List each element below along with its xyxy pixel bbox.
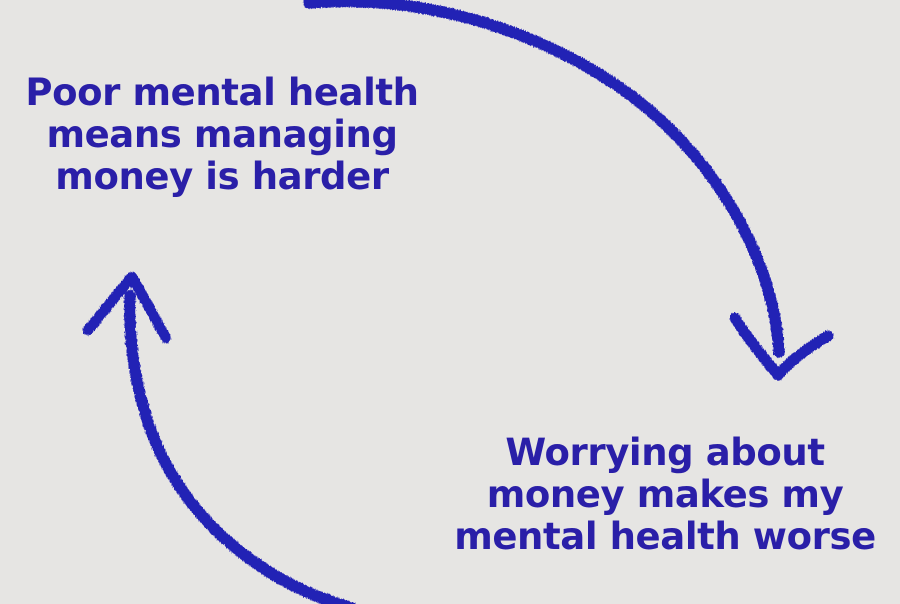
arrow-left-arc <box>123 290 357 604</box>
arrow-right-head-left <box>729 312 783 380</box>
arrow-left-group <box>82 271 357 604</box>
arrow-right-head-right <box>772 330 834 381</box>
arrow-right-arc <box>303 0 785 358</box>
caption-poor-mental-health: Poor mental health means managing money … <box>25 71 419 198</box>
caption-worrying-about-money: Worrying about money makes my mental hea… <box>454 431 876 558</box>
arrow-left-head-left <box>82 272 137 336</box>
arrow-left-head-right <box>126 271 172 344</box>
arrow-right-group <box>303 0 834 381</box>
